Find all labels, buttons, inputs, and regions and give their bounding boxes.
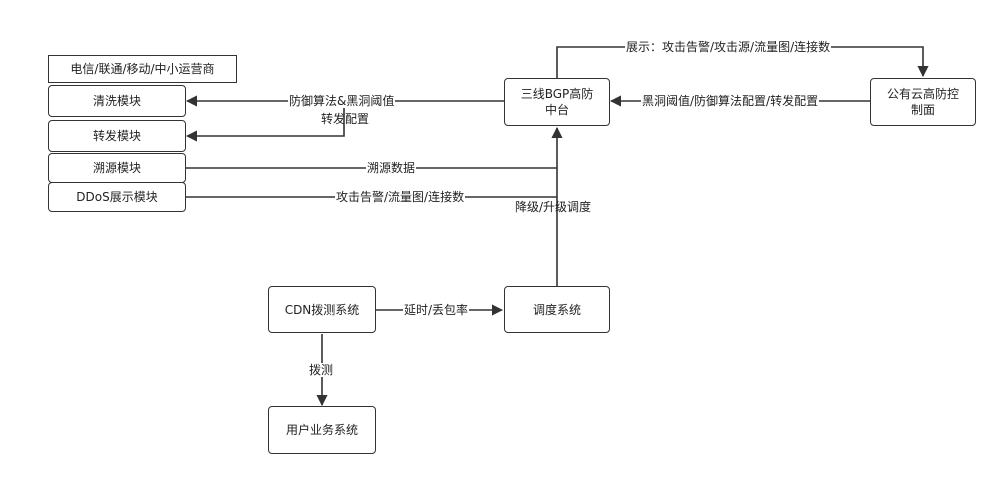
scheduler-box: 调度系统 bbox=[504, 286, 610, 333]
edge-label-tracing-data: 溯源数据 bbox=[366, 161, 417, 175]
cleaning-module: 清洗模块 bbox=[48, 85, 186, 117]
carriers-box: 电信/联通/移动/中小运营商 bbox=[48, 55, 237, 83]
cloud-control-label-line2: 制面 bbox=[910, 103, 935, 117]
edge-label-downgrade: 降级/升级调度 bbox=[515, 200, 592, 214]
edge-bgp-to-forwarding bbox=[185, 101, 345, 142]
cleaning-module-label: 清洗模块 bbox=[92, 94, 141, 108]
bgp-center-box: 三线BGP高防 中台 bbox=[504, 78, 610, 126]
edge-label-probe: 拨测 bbox=[308, 363, 335, 377]
cloud-control-label-line1: 公有云高防控 bbox=[886, 87, 959, 101]
edge-label-latency: 延时/丢包率 bbox=[403, 303, 470, 317]
ddos-display-module-label: DDoS展示模块 bbox=[76, 190, 158, 204]
cdn-probe-label: CDN拨测系统 bbox=[284, 302, 360, 317]
forwarding-module-label: 转发模块 bbox=[92, 129, 141, 143]
forwarding-module: 转发模块 bbox=[48, 120, 186, 152]
edge-label-bgp-to-forwarding: 转发配置 bbox=[321, 112, 370, 126]
cdn-probe-box: CDN拨测系统 bbox=[268, 286, 376, 333]
scheduler-label: 调度系统 bbox=[532, 302, 581, 317]
carriers-label: 电信/联通/移动/中小运营商 bbox=[70, 62, 215, 76]
edge-label-attack-data: 攻击告警/流量图/连接数 bbox=[335, 190, 466, 204]
edge-label-display: 展示：攻击告警/攻击源/流量图/连接数 bbox=[625, 40, 832, 54]
bgp-center-label-line1: 三线BGP高防 bbox=[520, 87, 594, 101]
user-system-label: 用户业务系统 bbox=[285, 423, 358, 437]
ddos-display-module: DDoS展示模块 bbox=[48, 182, 186, 212]
tracing-module-label: 溯源模块 bbox=[92, 161, 141, 175]
bgp-center-label-line2: 中台 bbox=[544, 103, 569, 117]
edge-label-cloud-to-bgp: 黑洞阈值/防御算法配置/转发配置 bbox=[641, 94, 820, 108]
user-system-box: 用户业务系统 bbox=[268, 406, 376, 454]
cloud-control-box: 公有云高防控 制面 bbox=[870, 78, 976, 126]
tracing-module: 溯源模块 bbox=[48, 153, 186, 183]
edge-label-bgp-to-cleaning: 防御算法&黑洞阈值 bbox=[288, 94, 396, 108]
